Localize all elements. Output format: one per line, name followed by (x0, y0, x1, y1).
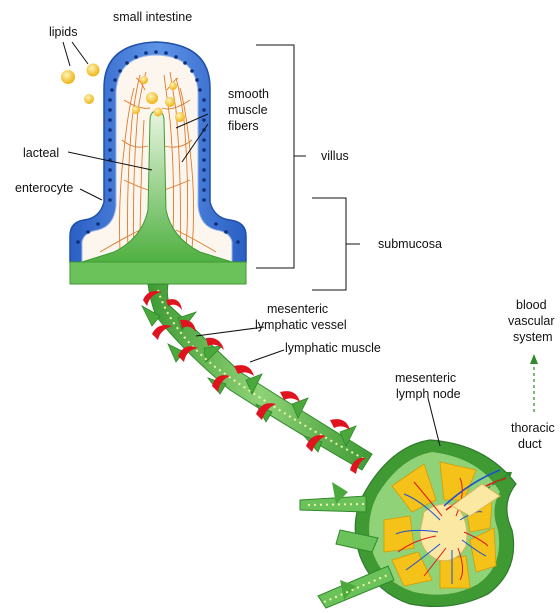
submucosa-bracket (312, 198, 360, 290)
villus-structure (70, 42, 246, 284)
label-mesenteric-lymph-node-2: lymph node (396, 387, 461, 401)
mesenteric-lymphatic-vessel (142, 284, 372, 474)
label-lacteal: lacteal (23, 146, 59, 160)
label-smooth-muscle-fibers-1: smooth (228, 87, 269, 101)
label-smooth-muscle-fibers-2: muscle (228, 103, 268, 117)
label-mesenteric-lymph-node-1: mesenteric (395, 371, 456, 385)
label-thoracic-duct-2: duct (518, 437, 542, 451)
label-blood-vascular-system-1: blood (516, 298, 547, 312)
submucosa-lacteal-base (70, 262, 246, 284)
label-blood-vascular-system-2: vascular (508, 314, 555, 328)
label-small-intestine: small intestine (113, 10, 192, 24)
villus-bracket (256, 45, 306, 268)
lymph-node-leader (428, 398, 440, 446)
lymphatic-muscle-leader (250, 350, 284, 362)
label-lipids: lipids (49, 25, 78, 39)
enterocyte-leader (80, 189, 102, 200)
label-villus: villus (321, 149, 349, 163)
label-submucosa: submucosa (378, 237, 442, 251)
vessel-leader (196, 327, 264, 336)
label-smooth-muscle-fibers-3: fibers (228, 119, 259, 133)
label-mesenteric-lymphatic-vessel-1: mesenteric (267, 302, 328, 316)
label-lymphatic-muscle: lymphatic muscle (285, 341, 381, 355)
mesenteric-lymph-node (300, 440, 516, 608)
label-mesenteric-lymphatic-vessel-2: lymphatic vessel (255, 318, 347, 332)
label-enterocyte: enterocyte (15, 181, 73, 195)
label-thoracic-duct-1: thoracic (511, 421, 555, 435)
lipid-droplets (61, 64, 100, 105)
lipids-leader (63, 42, 88, 66)
label-blood-vascular-system-3: system (513, 330, 553, 344)
